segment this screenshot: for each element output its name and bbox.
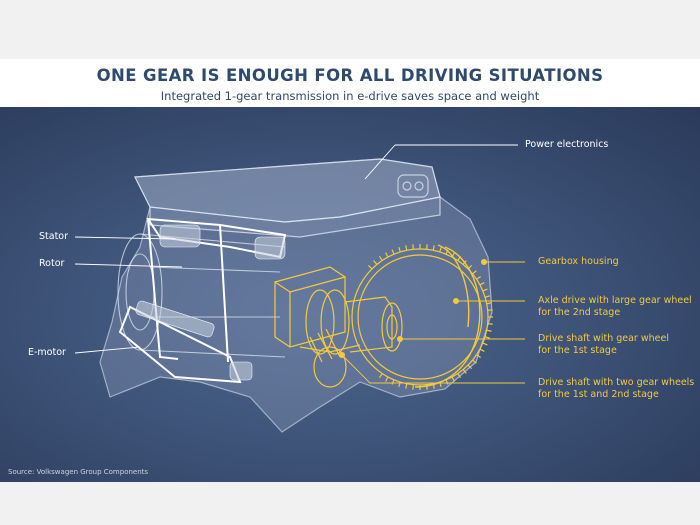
gear-tooth: [445, 379, 449, 385]
gear-tooth: [462, 260, 467, 265]
gear-tooth: [479, 348, 485, 352]
gear-tooth: [391, 379, 395, 385]
gear-tooth: [378, 255, 383, 261]
diagram-panel: [0, 107, 700, 482]
gear-tooth: [457, 373, 462, 379]
label-power-electronics: Power electronics: [525, 139, 609, 150]
label-rotor: Rotor: [39, 258, 65, 269]
label-drive-shaft-line1: Drive shaft with gear wheel: [538, 333, 669, 344]
label-drive-shaft: Drive shaft with gear wheel for the 1st …: [538, 333, 669, 356]
gear-tooth: [405, 245, 408, 251]
gear-tooth: [486, 329, 492, 332]
gear-tooth: [484, 295, 491, 298]
edrive-diagram: [74, 144, 525, 433]
page-title: ONE GEAR IS ENOUGH FOR ALL DRIVING SITUA…: [96, 66, 604, 85]
gear-tooth: [385, 376, 389, 382]
label-axle-drive-line2: for the 2nd stage: [538, 306, 621, 318]
label-drive-shaft-two-line1: Drive shaft with two gear wheels: [538, 377, 695, 388]
gear-tooth: [378, 373, 383, 379]
gear-tooth: [432, 245, 435, 251]
gear-tooth: [486, 302, 492, 305]
gear-tooth: [439, 246, 442, 253]
gear-tooth: [482, 342, 488, 346]
gear-tooth: [479, 282, 485, 286]
header-band: [0, 59, 700, 107]
gear-tooth: [445, 249, 449, 255]
gear-tooth: [367, 264, 373, 270]
label-stator: Stator: [39, 231, 69, 242]
callout-dots: [339, 259, 487, 358]
label-e-motor: E-motor: [28, 347, 66, 358]
gear-tooth: [398, 246, 401, 253]
gear-tooth: [472, 270, 477, 275]
source-note: Source: Volkswagen Group Components: [8, 468, 149, 476]
label-drive-shaft-two-line2: for the 1st and 2nd stage: [538, 388, 659, 400]
gear-tooth: [482, 288, 488, 292]
callout-lines: [74, 144, 525, 384]
gear-tooth: [457, 255, 462, 261]
gear-tooth: [405, 383, 408, 389]
gear-tooth: [462, 369, 467, 374]
gear-tooth: [373, 260, 378, 265]
gear-tooth: [451, 376, 455, 382]
gear-tooth: [432, 383, 435, 389]
gear-tooth: [451, 252, 455, 258]
large-gear-wheel: [351, 244, 493, 390]
gear-tooth: [391, 249, 395, 255]
gear-tooth: [476, 275, 482, 280]
gear-tooth: [467, 264, 473, 270]
stator-coils: [135, 224, 286, 381]
label-gearbox-housing: Gearbox housing: [538, 256, 619, 267]
label-axle-drive: Axle drive with large gear wheel for the…: [538, 295, 692, 318]
label-axle-drive-line1: Axle drive with large gear wheel: [538, 295, 692, 306]
gear-tooth: [385, 252, 389, 258]
gear-train: [274, 266, 403, 388]
label-drive-shaft-two-gears: Drive shaft with two gear wheels for the…: [538, 377, 694, 400]
gear-tooth: [472, 359, 477, 364]
label-drive-shaft-line2: for the 1st stage: [538, 344, 617, 356]
page-subtitle: Integrated 1-gear transmission in e-driv…: [160, 89, 540, 103]
gear-tooth: [484, 336, 491, 339]
gear-tooth: [476, 354, 482, 359]
gear-tooth: [467, 364, 473, 370]
